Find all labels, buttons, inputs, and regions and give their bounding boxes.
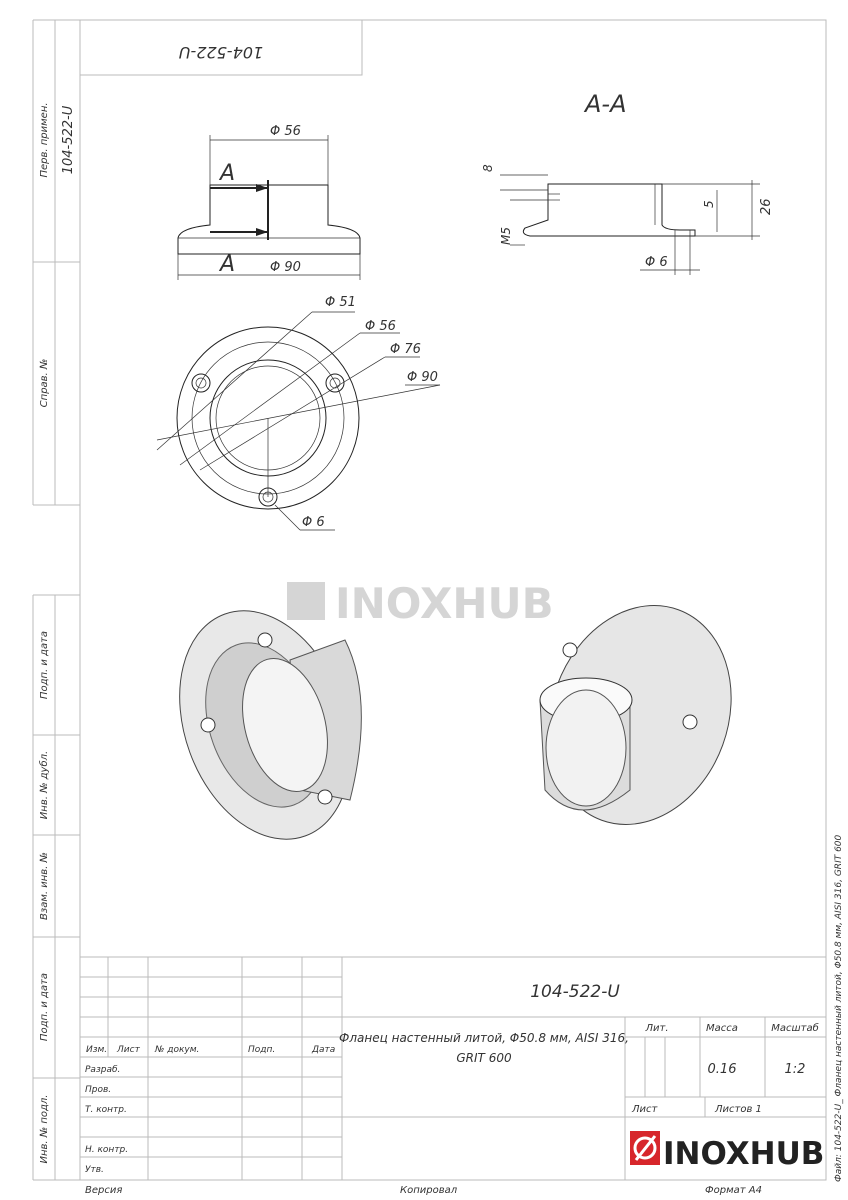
role-checker: Пров. (85, 1085, 111, 1095)
inv-instead-label: Взам. инв. № (39, 852, 50, 920)
dim-top-56: Φ 56 (365, 319, 396, 334)
front-view (177, 135, 361, 280)
section-marker-bottom: A (218, 252, 235, 277)
footer-format: Формат А4 (705, 1185, 762, 1196)
mass-label: Масса (706, 1023, 738, 1034)
dim-top-51: Φ 51 (325, 295, 356, 310)
title-block-grid (80, 956, 826, 1180)
sheet-frame (32, 19, 827, 1181)
lit-label: Лит. (644, 1023, 668, 1034)
sign-date-label-1: Подп. и дата (39, 631, 50, 699)
role-tech-control: Т. контр. (85, 1105, 127, 1115)
footer-version: Версия (85, 1185, 122, 1196)
mass-value: 0.16 (708, 1062, 737, 1077)
watermark: INOXHUB (287, 579, 554, 628)
part-name-line1: Фланец настенный литой, Φ50.8 мм, AISI 3… (339, 1031, 629, 1045)
dim-top-90: Φ 90 (407, 370, 438, 385)
role-norm-control: Н. контр. (85, 1145, 128, 1155)
dim-section-5: 5 (702, 200, 716, 208)
dim-section-8: 8 (481, 164, 495, 172)
header-list: Лист (116, 1045, 141, 1055)
render-left (179, 610, 362, 840)
sheet-label: Лист (631, 1104, 659, 1115)
section-marker-top: A (218, 161, 235, 186)
company-logo: INOXHUB (630, 1131, 824, 1172)
dim-section-26: 26 (759, 198, 774, 215)
watermark-logo-icon (287, 582, 325, 620)
header-izm: Изм. (86, 1045, 107, 1055)
footer-copied: Копировал (400, 1185, 458, 1196)
header-sign: Подп. (248, 1045, 275, 1055)
section-title: A-A (583, 90, 627, 118)
first-use-label: Перв. примен. (39, 102, 50, 177)
header-doc: № докум. (154, 1045, 199, 1055)
dim-section-6: Φ 6 (645, 255, 668, 270)
section-view (500, 174, 760, 275)
dim-front-90: Φ 90 (270, 260, 301, 275)
inv-orig-label: Инв. № подл. (39, 1095, 50, 1164)
dim-front-56: Φ 56 (270, 124, 301, 139)
logo-text: INOXHUB (663, 1136, 824, 1172)
scale-value: 1:2 (785, 1062, 806, 1077)
watermark-text: INOXHUB (335, 579, 554, 628)
sheets-label: Листов 1 (714, 1104, 762, 1115)
render-right (539, 605, 732, 825)
role-developer: Разраб. (85, 1065, 120, 1075)
header-date: Дата (311, 1045, 335, 1055)
dim-top-6: Φ 6 (302, 515, 325, 530)
dup-inv-label: Инв. № дубл. (38, 751, 50, 819)
first-use-value: 104-522-U (61, 105, 76, 174)
part-name-line2: GRIT 600 (456, 1051, 512, 1065)
ref-label: Справ. № (39, 359, 50, 408)
role-approved: Утв. (85, 1165, 104, 1175)
dim-top-76: Φ 76 (390, 342, 421, 357)
top-designation: 104-522-U (179, 43, 264, 62)
scale-label: Масштаб (771, 1022, 819, 1034)
designation: 104-522-U (530, 982, 620, 1002)
file-label: Файл: 104-522-U_ Фланец настенный литой,… (834, 834, 844, 1182)
dim-section-m5: M5 (499, 227, 513, 245)
sign-date-label-2: Подп. и дата (39, 973, 50, 1041)
top-view (156, 311, 441, 531)
